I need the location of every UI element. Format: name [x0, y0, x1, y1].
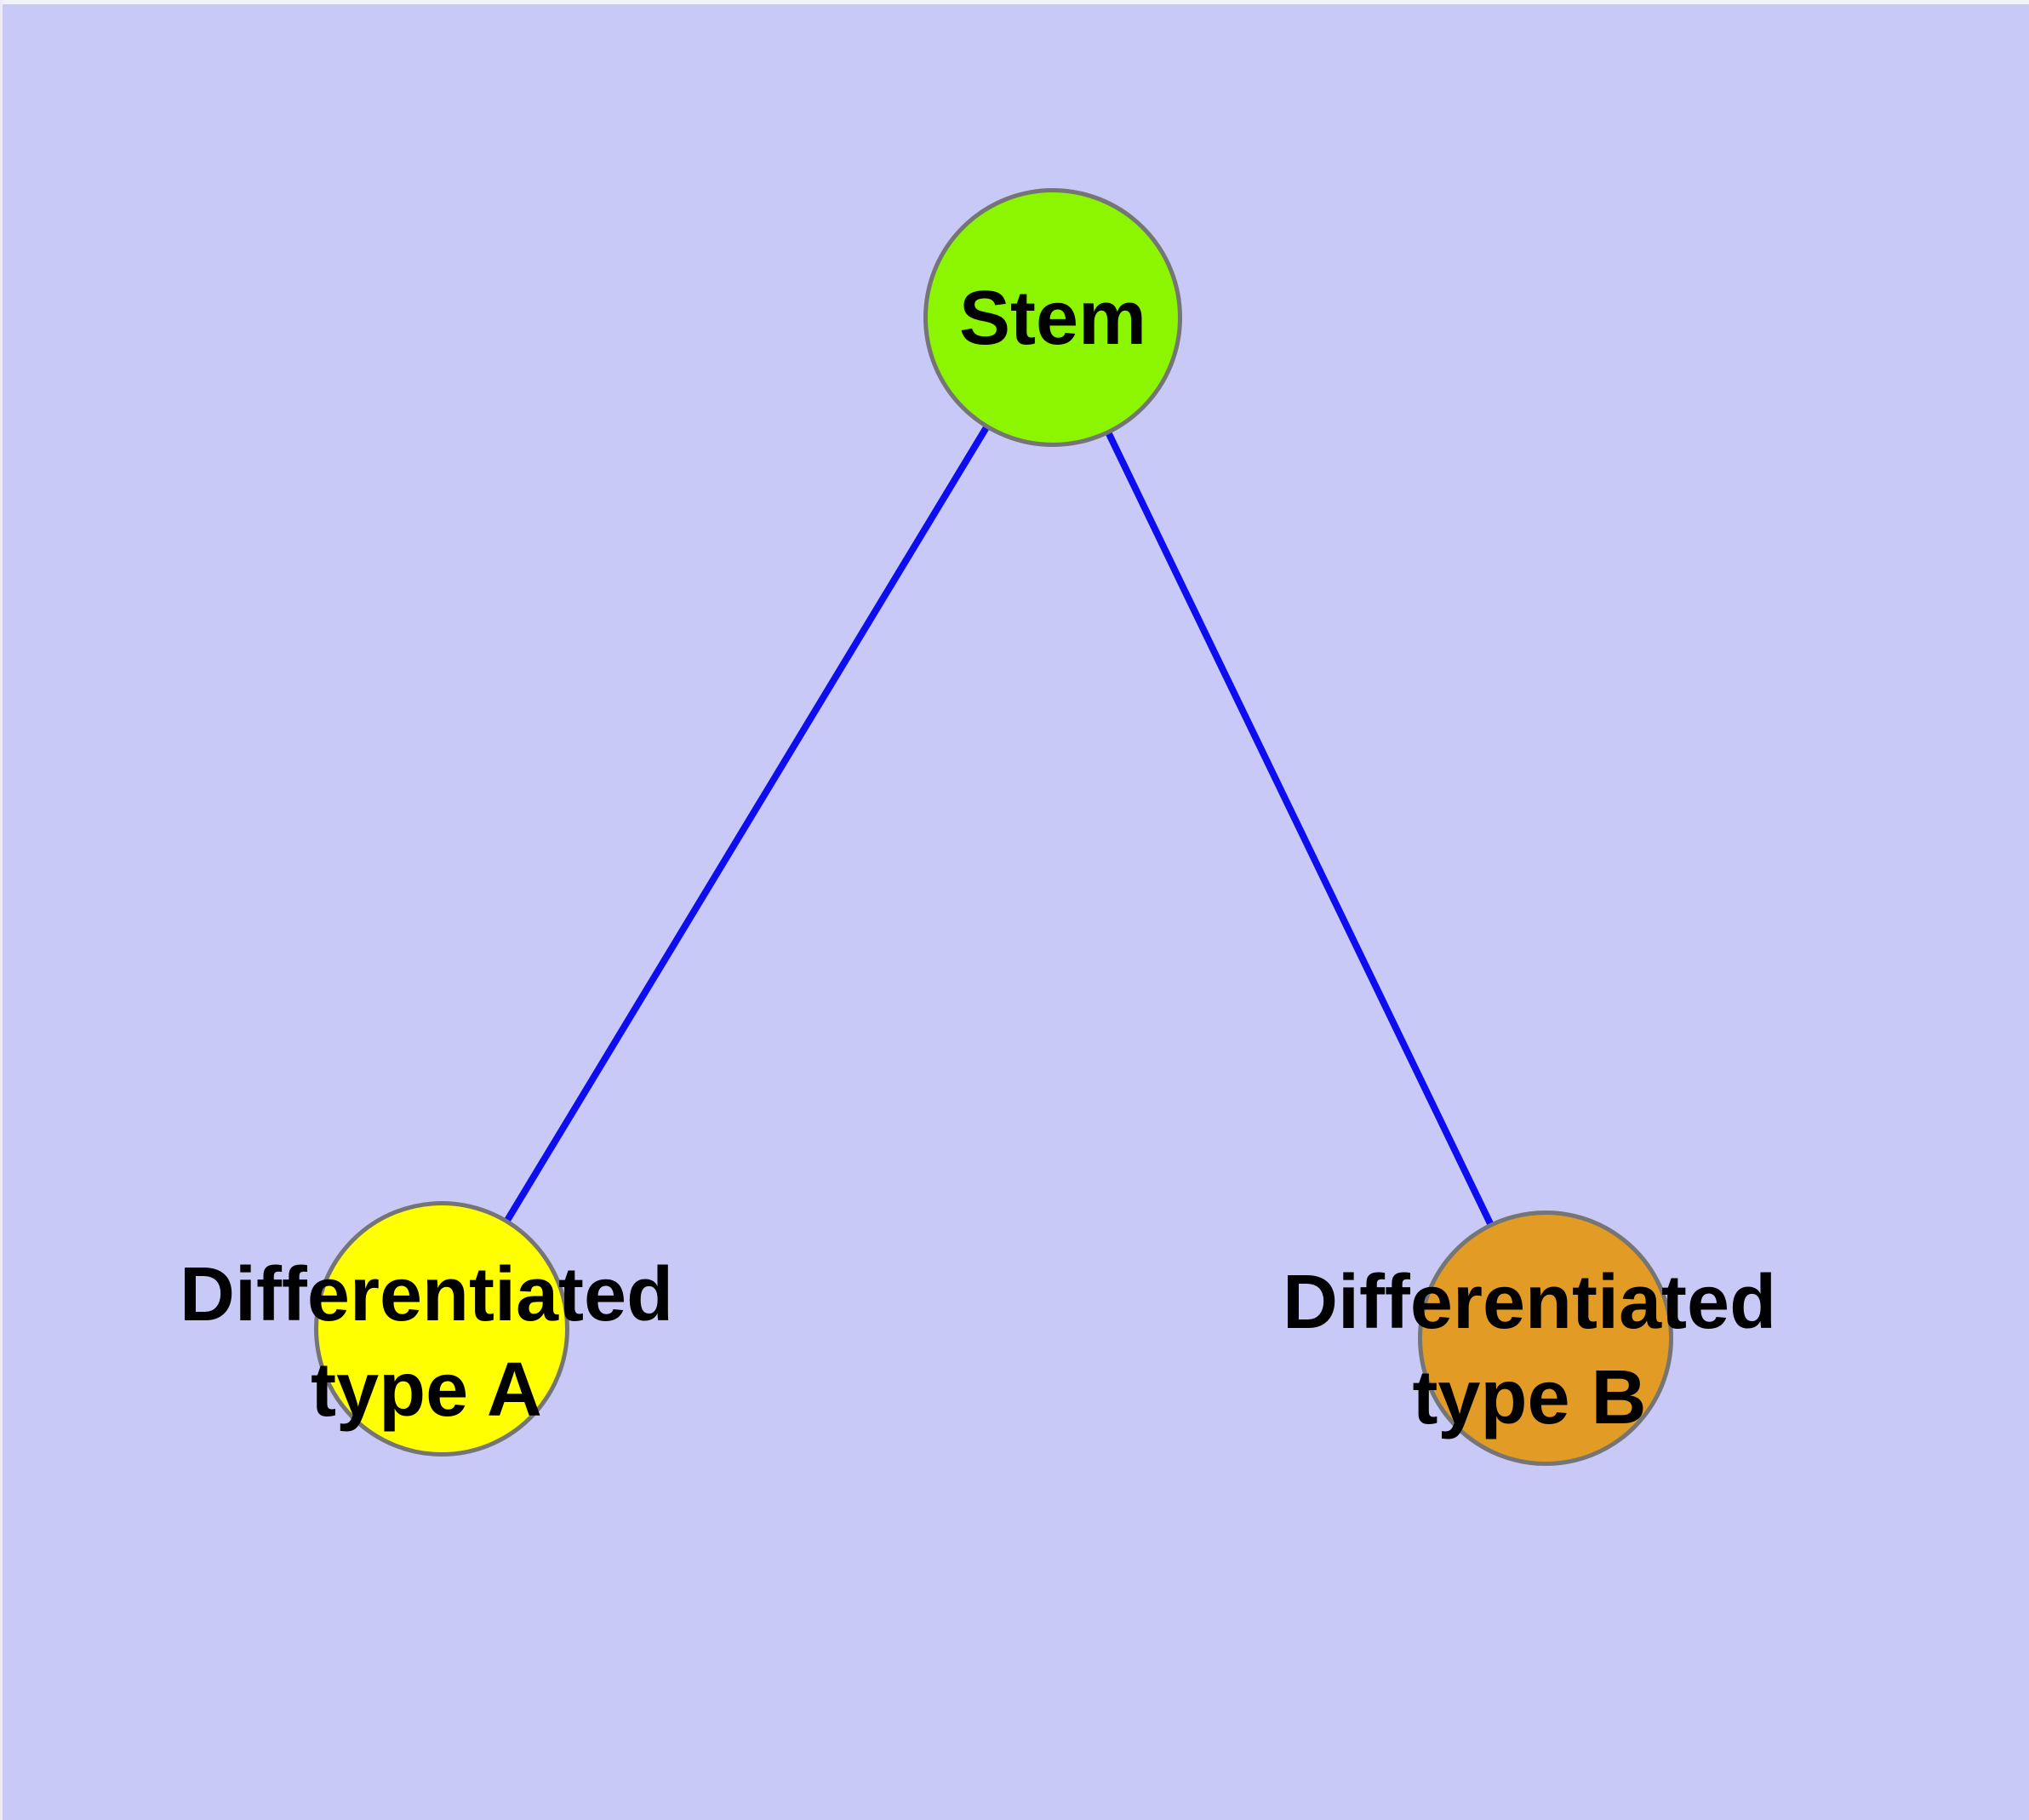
figure-left-margin [0, 0, 3, 1820]
node-type-b-label: Differentiated type B [1283, 1255, 1776, 1445]
node-stem-label: Stem [959, 271, 1146, 366]
node-type-b-label-line1: Differentiated [1282, 1260, 1777, 1345]
figure-top-margin [0, 0, 2029, 4]
node-type-b-label-line2: type B [1412, 1355, 1647, 1440]
node-type-a-label-line1: Differentiated [179, 1252, 674, 1337]
node-differentiated-type-a [314, 1201, 569, 1457]
node-differentiated-type-b [1418, 1210, 1673, 1466]
node-type-a-label-line2: type A [311, 1348, 542, 1433]
node-stem [923, 188, 1182, 447]
edge-stem-to-type-a [438, 315, 1056, 1331]
node-type-a-label: Differentiated type A [180, 1247, 673, 1438]
edge-stem-to-type-b [1049, 316, 1549, 1340]
node-stem-label-text: Stem [958, 276, 1147, 361]
